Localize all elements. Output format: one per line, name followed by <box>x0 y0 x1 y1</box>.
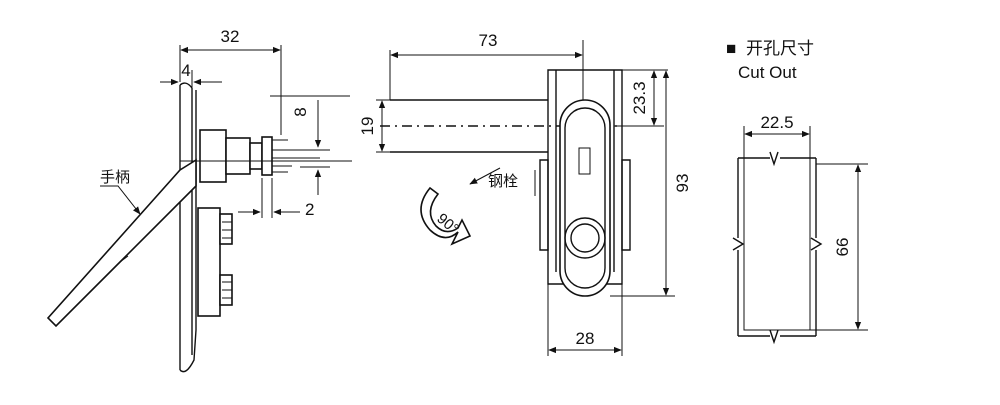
dimension-73: 73 <box>389 31 584 100</box>
mounting-plate <box>179 82 197 373</box>
dimension-28: 28 <box>547 284 623 356</box>
dim-4-label: 4 <box>181 61 190 80</box>
cutout-title-en: Cut Out <box>738 63 797 82</box>
front-view: 73 19 23.3 93 28 钢栓 <box>358 31 692 356</box>
side-view: 32 4 8 2 手柄 <box>46 27 352 373</box>
dim-19-label: 19 <box>358 117 377 136</box>
dim-22-5-label: 22.5 <box>760 113 793 132</box>
dim-2-label: 2 <box>305 200 314 219</box>
dimension-93: 93 <box>610 70 692 297</box>
base-plate <box>197 207 233 317</box>
dim-66-label: 66 <box>833 238 852 257</box>
dimension-2: 2 <box>238 178 314 219</box>
cutout-outline <box>732 151 823 345</box>
dimension-23-3: 23.3 <box>614 69 668 127</box>
dimension-8: 8 <box>291 100 330 195</box>
dim-23-3-label: 23.3 <box>630 81 649 114</box>
dim-73-label: 73 <box>479 31 498 50</box>
dim-28-label: 28 <box>576 329 595 348</box>
dimension-66: 66 <box>810 163 868 331</box>
cutout-title-cn: 开孔尺寸 <box>746 39 814 58</box>
dimension-19: 19 <box>358 99 390 153</box>
handle-plate <box>559 99 611 297</box>
cutout-section: ■ 开孔尺寸 Cut Out 22.5 66 <box>726 39 868 345</box>
dimension-22-5: 22.5 <box>743 113 811 164</box>
rotation-arrow: 90° <box>420 186 472 246</box>
bolt-label: 钢栓 <box>488 173 518 190</box>
handle-callout: 手柄 <box>100 169 141 215</box>
handle-label: 手柄 <box>100 169 130 186</box>
dim-93-label: 93 <box>673 174 692 193</box>
dim-8-label: 8 <box>291 107 310 116</box>
dimension-4: 4 <box>160 61 222 88</box>
lock-body <box>199 129 320 183</box>
handle-lever <box>46 158 197 328</box>
bolt-callout: 钢栓 <box>469 167 536 196</box>
cutout-marker: ■ <box>726 39 736 58</box>
dimension-32: 32 <box>179 27 282 135</box>
dim-32-label: 32 <box>221 27 240 46</box>
